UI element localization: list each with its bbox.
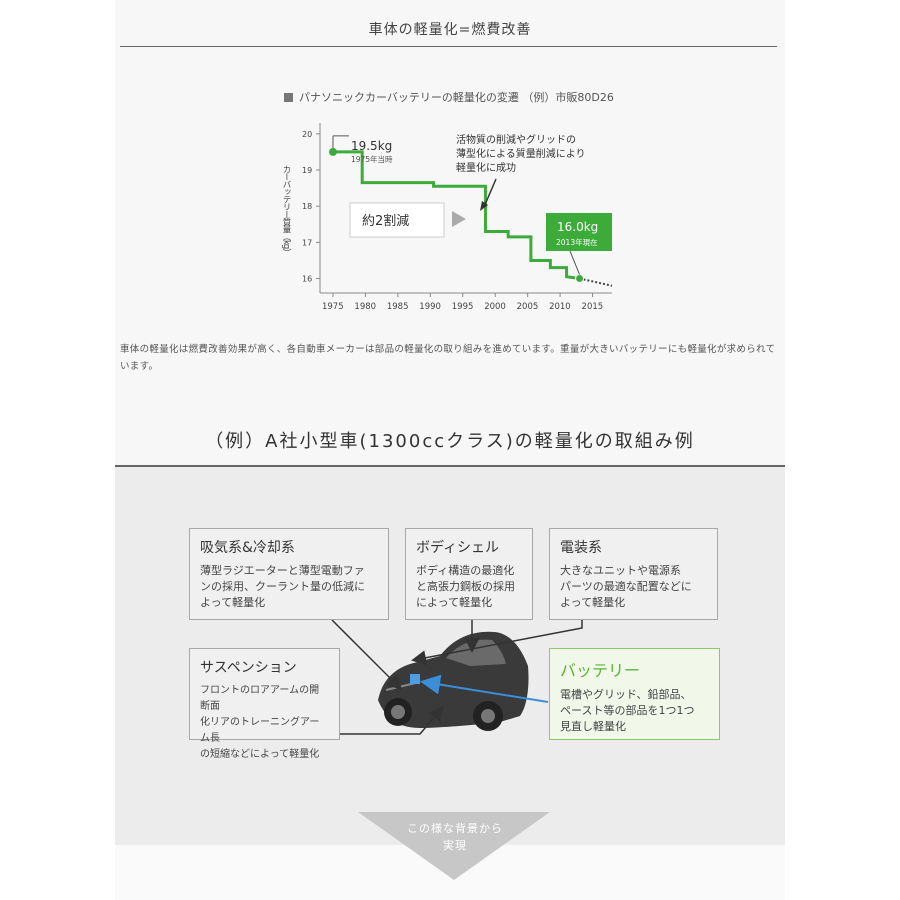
- end-weight-label: 16.0kg: [557, 220, 598, 234]
- x-tick-label: 1980: [354, 302, 376, 312]
- box-line: よって軽量化: [200, 596, 266, 609]
- reduction-box: [349, 202, 445, 238]
- y-tick-label: 16: [302, 275, 312, 284]
- box-line: 薄型ラジエーターと薄型電動ファ: [200, 564, 365, 577]
- x-tick-label: 2000: [484, 302, 506, 312]
- y-axis-label: カーバッテリー質量（kg）: [281, 165, 291, 256]
- section-title-weight-fuel: 車体の軽量化=燃費改善: [368, 22, 532, 38]
- y-tick-label: 20: [302, 130, 312, 139]
- box-line: 化リアのトレーニングアーム長: [200, 717, 320, 744]
- battery-icon: [410, 674, 420, 684]
- box-body: 大きなユニットや電源系 パーツの最適な配置などに よって軽量化: [560, 563, 707, 611]
- box-title: 電装系: [560, 540, 602, 556]
- series-line: [332, 150, 580, 281]
- suspension-arrow: [340, 705, 444, 735]
- box-line: によって軽量化: [416, 596, 493, 609]
- box-title: 吸気系&冷却系: [200, 540, 295, 556]
- annotation-arrow: [483, 178, 497, 208]
- top-panel: [115, 0, 785, 466]
- annotation-line: 軽量化に成功: [456, 161, 516, 174]
- banner-line: この様な背景から: [407, 822, 503, 835]
- box-line: ペースト等の部品を1つ1つ: [560, 704, 695, 717]
- box-line: パーツの最適な配置などに: [560, 580, 692, 593]
- annotation-line: 薄型化による質量削減により: [456, 147, 586, 160]
- annotation-arrowhead: [480, 201, 488, 211]
- box-body: ボディ構造の最適化 と高張力鋼板の採用 によって軽量化: [416, 563, 522, 611]
- box-suspension: サスペンション フロントのロアアームの開断面 化リアのトレーニングアーム長 の短…: [189, 648, 340, 760]
- box-line: よって軽量化: [560, 596, 626, 609]
- box-body: 薄型ラジエーターと薄型電動ファ ンの採用、クーラント量の低減に よって軽量化: [200, 563, 378, 611]
- end-year-label: 2013年現在: [556, 237, 598, 247]
- x-tick-label: 2010: [549, 302, 571, 312]
- box-body: フロントのロアアームの開断面 化リアのトレーニングアーム長 の短縮などによって軽…: [200, 683, 329, 763]
- projection-line: [579, 277, 613, 287]
- box-battery: バッテリー 電槽やグリッド、鉛部品、 ペースト等の部品を1つ1つ 見直し軽量化: [549, 648, 720, 740]
- x-tick-label: 1985: [387, 302, 409, 312]
- box-line: と高張力鋼板の採用: [416, 580, 515, 593]
- y-tick-label: 19: [302, 166, 312, 175]
- divider: [115, 465, 785, 467]
- section-title-example: （例）A社小型車(1300ccクラス)の軽量化の取組み例: [205, 431, 695, 452]
- end-leader: [569, 250, 581, 275]
- box-line: 電槽やグリッド、鉛部品、: [560, 688, 692, 701]
- box-title: ボディシェル: [416, 540, 500, 556]
- description-text: 車体の軽量化は燃費改善効果が高く、各自動車メーカーは部品の軽量化の取り組みを進め…: [120, 344, 776, 372]
- start-year-label: 1975年当時: [351, 154, 393, 164]
- box-line: の短縮などによって軽量化: [200, 749, 320, 760]
- intake-arrow: [331, 619, 403, 691]
- x-tick-label: 2005: [517, 302, 539, 312]
- play-arrow-icon: [452, 211, 466, 227]
- x-tick-label: 1995: [452, 302, 474, 312]
- chart-title-text: パナソニックカーバッテリーの軽量化の変遷 （例）市販80D26: [299, 91, 614, 104]
- start-point: [328, 147, 337, 156]
- reduction-label: 約2割減: [362, 213, 409, 229]
- battery-weight-chart: 16 17 18 19 20 1975 1980 1985 1990 1995 2000 2005 20…: [281, 123, 613, 312]
- box-title: サスペンション: [200, 660, 297, 676]
- square-bullet-icon: [284, 93, 293, 102]
- x-tick-label: 2015: [582, 302, 604, 312]
- box-line: ンの採用、クーラント量の低減に: [200, 580, 365, 593]
- divider: [120, 46, 777, 47]
- car-silhouette: [378, 631, 529, 731]
- electric-arrow: [411, 620, 583, 666]
- banner-line: 実現: [443, 839, 467, 852]
- box-title: バッテリー: [560, 661, 641, 680]
- battery-arrow: [420, 674, 549, 703]
- box-body-shell: ボディシェル ボディ構造の最適化 と高張力鋼板の採用 によって軽量化: [405, 528, 533, 620]
- down-chevron-banner: [358, 812, 550, 880]
- banner-label: この様な背景から 実現: [380, 820, 530, 854]
- box-electrical: 電装系 大きなユニットや電源系 パーツの最適な配置などに よって軽量化: [549, 528, 718, 620]
- x-tick-label: 1975: [322, 302, 344, 312]
- box-intake-cooling: 吸気系&冷却系 薄型ラジエーターと薄型電動ファ ンの採用、クーラント量の低減に …: [189, 528, 389, 620]
- box-line: 大きなユニットや電源系: [560, 564, 681, 577]
- x-tick-label: 1990: [419, 302, 441, 312]
- y-tick-label: 18: [302, 202, 312, 211]
- start-weight-label: 19.5kg: [351, 139, 392, 153]
- box-body: 電槽やグリッド、鉛部品、 ペースト等の部品を1つ1つ 見直し軽量化: [560, 687, 709, 735]
- end-label-box: [546, 213, 612, 251]
- y-tick-label: 17: [302, 238, 312, 247]
- annotation-line: 活物質の削減やグリッドの: [456, 133, 576, 146]
- box-line: ボディ構造の最適化: [416, 564, 515, 577]
- chart-title: パナソニックカーバッテリーの軽量化の変遷 （例）市販80D26: [284, 89, 614, 105]
- box-line: フロントのロアアームの開断面: [200, 685, 320, 712]
- box-line: 見直し軽量化: [560, 720, 626, 733]
